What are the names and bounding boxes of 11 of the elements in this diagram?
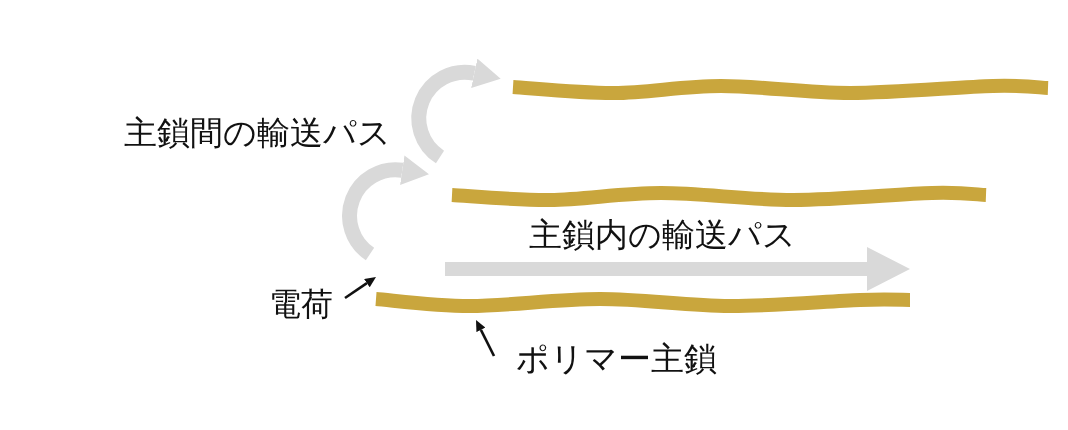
curved-arrow: [342, 155, 430, 260]
leader-arrow: [476, 320, 496, 357]
path-label: 主鎖間の輸送パス: [124, 115, 391, 152]
callout-label: 電荷: [269, 287, 333, 323]
polymer-chain: [452, 185, 986, 208]
path-label: 主鎖内の輸送パス: [529, 217, 796, 254]
polymer-chain: [376, 291, 910, 314]
polymer-chain: [513, 78, 1048, 101]
leader-arrow: [344, 277, 376, 300]
callout-label: ポリマー主鎖: [516, 341, 717, 378]
curved-arrow: [411, 58, 501, 164]
